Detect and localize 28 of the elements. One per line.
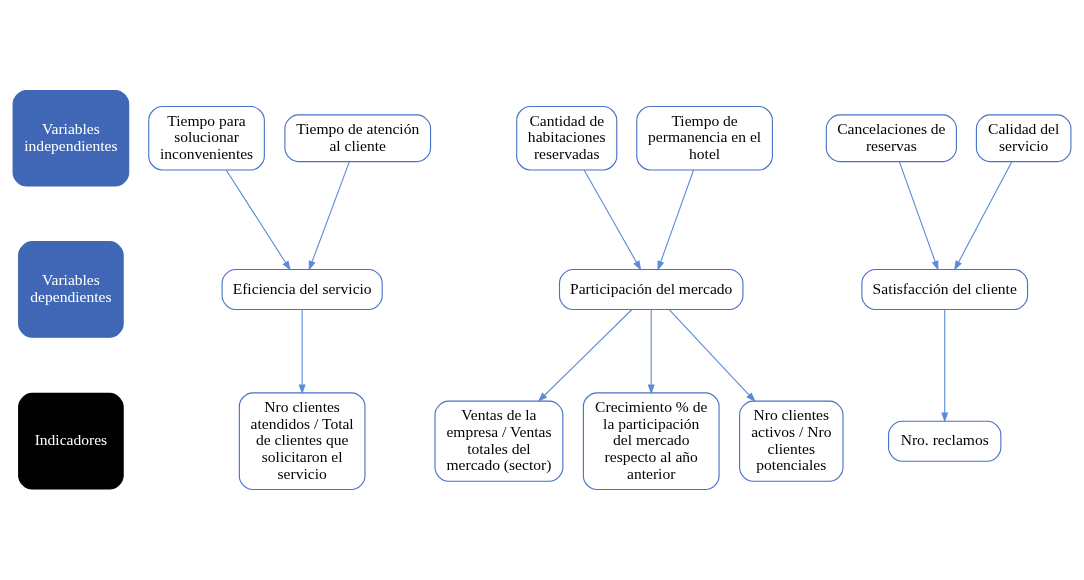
node-box: Variables independientes [12,89,130,187]
node-box: Nro. reclamos [888,420,1002,462]
arrow [668,308,756,403]
node-box: Tiempo de permanencia en el hotel [636,106,773,171]
node-box: Cantidad de habitaciones reservadas [516,106,618,171]
node-box: Participación del mercado [558,268,744,310]
arrow [537,308,633,403]
arrow [583,169,642,271]
node-box: Eficiencia del servicio [221,268,383,310]
node-box: Tiempo para solucionar inconvenientes [148,106,265,171]
node-box: Nro clientes activos / Nro clientes potenciales [739,400,844,482]
node-box: Variables dependientes [18,241,124,338]
node-box: Cancelaciones de reservas [825,114,957,163]
node-box: Satisfacción del cliente [861,268,1029,310]
arrow [298,308,306,395]
arrow [647,308,655,395]
arrow [954,161,1013,271]
arrow [308,161,350,271]
arrow [898,161,939,271]
arrow [941,308,949,423]
node-box: Crecimiento % de la participación del mercado respecto al año anterior [582,392,720,491]
node-box: Ventas de la empresa / Ventas totales del mercado (sector) [434,400,564,482]
node-box: Calidad del servicio [975,114,1072,163]
node-box: Nro clientes atendidos / Total de clientes que solicitaron el servicio [238,392,366,491]
node-box: Indicadores [18,392,124,490]
node-box: Tiempo de atención al cliente [284,114,432,163]
arrow [225,169,291,271]
arrow [657,169,695,271]
